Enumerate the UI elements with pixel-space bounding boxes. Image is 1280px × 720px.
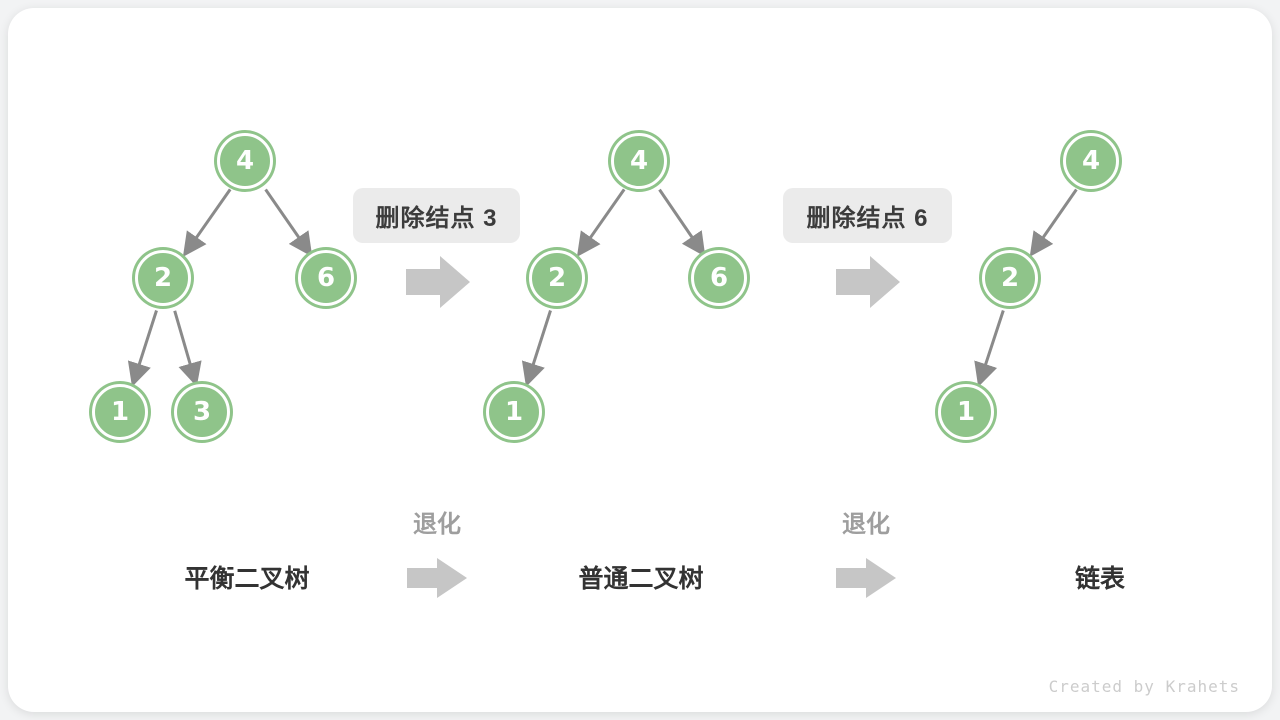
tree-node-value: 1 [956, 397, 976, 427]
tree-node: 1 [938, 384, 994, 440]
tree-node-value: 3 [192, 397, 212, 427]
caption-balanced-binary-tree: 平衡二叉树 [184, 565, 310, 593]
caption-ordinary-binary-tree: 普通二叉树 [578, 565, 704, 593]
tree-node: 4 [1063, 133, 1119, 189]
tree-node-value: 4 [1081, 146, 1101, 176]
tree-node: 2 [982, 250, 1038, 306]
tree-node: 1 [92, 384, 148, 440]
tree-node: 2 [529, 250, 585, 306]
tree-node-value: 1 [504, 397, 524, 427]
tree-node-value: 6 [709, 263, 729, 293]
tree-node: 4 [217, 133, 273, 189]
degrade-label: 退化 [413, 511, 461, 538]
tree-node: 3 [174, 384, 230, 440]
tree-node: 4 [611, 133, 667, 189]
tree-node-value: 2 [547, 263, 567, 293]
tree-node: 6 [298, 250, 354, 306]
tree-node-value: 1 [110, 397, 130, 427]
step-label-delete-6: 删除结点 6 [783, 188, 952, 243]
tree-node: 1 [486, 384, 542, 440]
diagram-card [8, 8, 1272, 712]
tree-node: 6 [691, 250, 747, 306]
degrade-label: 退化 [842, 511, 890, 538]
step-label-delete-3: 删除结点 3 [353, 188, 520, 243]
tree-node-value: 4 [629, 146, 649, 176]
tree-node-value: 4 [235, 146, 255, 176]
credit-text: Created by Krahets [1048, 677, 1240, 696]
tree-node: 2 [135, 250, 191, 306]
tree-node-value: 6 [316, 263, 336, 293]
tree-node-value: 2 [1000, 263, 1020, 293]
tree-node-value: 2 [153, 263, 173, 293]
caption-linked-list: 链表 [1074, 565, 1126, 593]
